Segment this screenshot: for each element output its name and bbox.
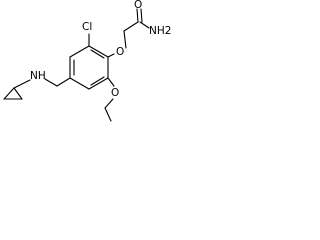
atom-label-ethoxy-oxygen: O [111,87,119,99]
bond [56,77,71,87]
chemical-structure-diagram: Cl O O NH2 O NH [3,0,171,122]
bond [107,53,115,58]
cyclopropyl-ring [3,87,23,100]
bond [69,77,90,90]
atom-label-ether-oxygen: O [116,46,124,58]
bond [44,78,58,87]
benzene-ring [69,45,109,90]
bond [13,79,31,89]
bond [140,8,143,23]
bond [104,107,112,122]
bond [123,21,139,32]
bond [136,8,139,23]
bond [69,45,90,58]
bond [13,87,23,100]
bond [90,76,105,86]
atom-label-nh: NH [30,70,46,82]
bond [104,98,114,109]
atom-label-nh2: NH2 [149,25,171,37]
bond [88,77,109,90]
atom-label-cl: Cl [82,21,92,33]
bond [123,30,127,49]
bond [107,77,115,87]
bond [90,49,105,59]
bond [3,87,15,100]
bond [88,45,109,58]
bond [139,21,150,29]
atom-label-carbonyl-oxygen: O [134,0,142,11]
